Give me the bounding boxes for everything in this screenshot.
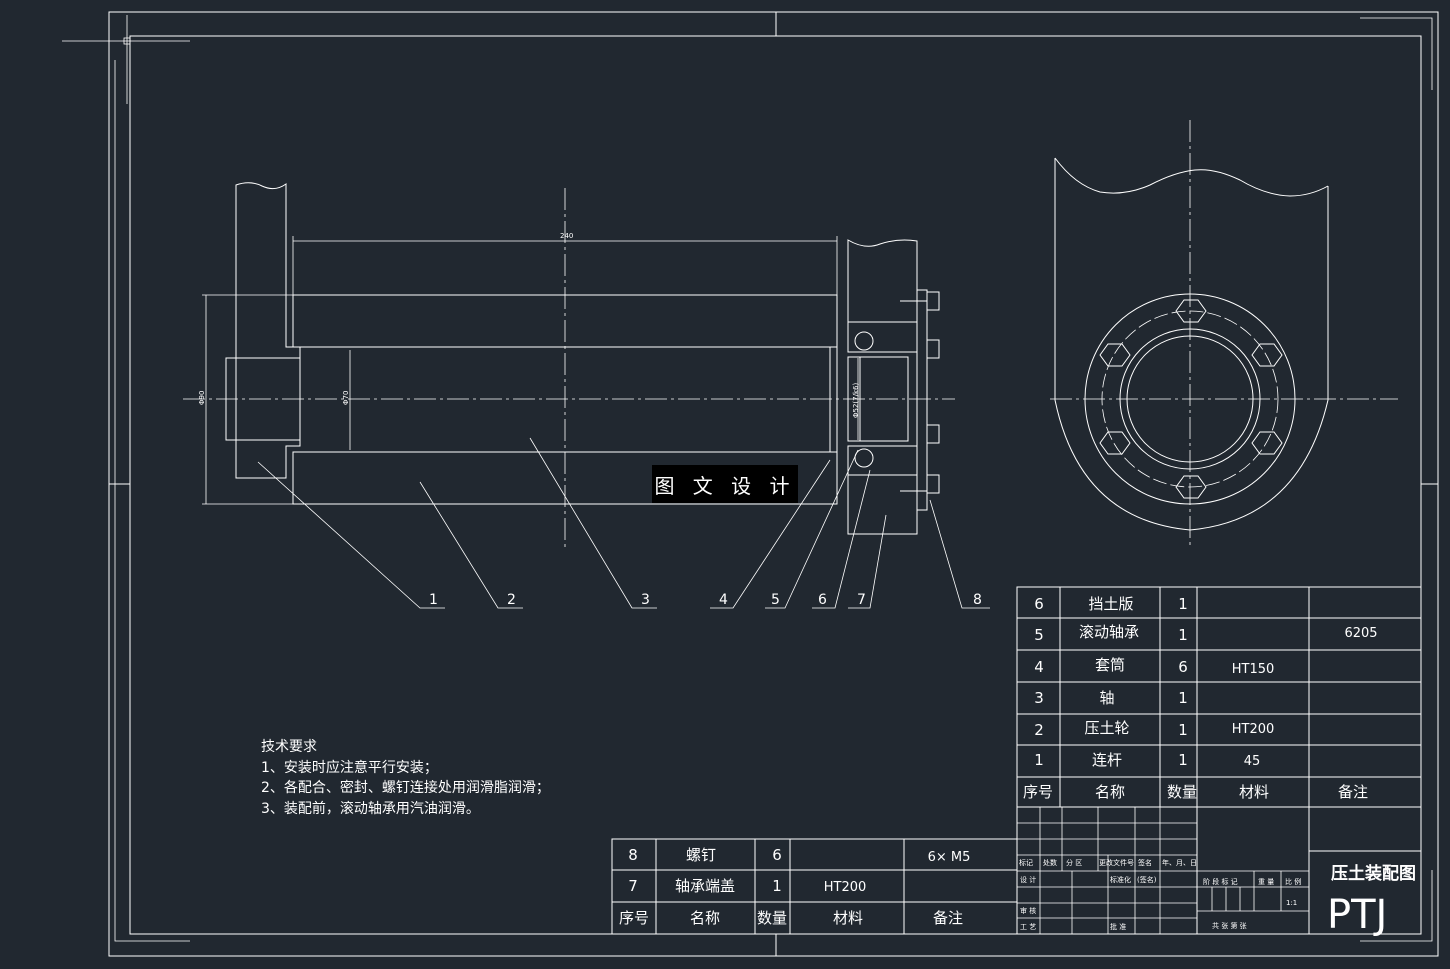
svg-text:6× M5: 6× M5 — [928, 850, 971, 865]
svg-text:压土轮: 压土轮 — [1084, 719, 1129, 737]
watermark: 图 文 设 计 — [652, 465, 798, 503]
svg-text:8: 8 — [628, 846, 638, 864]
balloon-8: 8 — [973, 592, 982, 608]
svg-text:5: 5 — [1034, 626, 1044, 644]
balloon-1: 1 — [429, 592, 438, 608]
svg-text:连杆: 连杆 — [1092, 751, 1122, 769]
title-block-text: 标记 处数 分 区 更改文件号 签名 年、月、日 设 计 标准化 (签名) 审 … — [1019, 858, 1416, 938]
drawing-title: 压土装配图 — [1331, 863, 1416, 884]
svg-text:4: 4 — [1034, 658, 1044, 676]
dim-bearing: Φ52(7/k6) — [852, 383, 860, 418]
svg-text:数量: 数量 — [757, 909, 787, 927]
tech-heading: 技术要求 — [261, 739, 317, 755]
svg-text:数量: 数量 — [1167, 783, 1197, 801]
balloon-7: 7 — [857, 592, 866, 608]
svg-text:1: 1 — [1034, 751, 1044, 769]
bolt-heads — [1099, 299, 1283, 499]
svg-text:6: 6 — [772, 846, 782, 864]
svg-text:设 计: 设 计 — [1020, 875, 1036, 884]
svg-text:材料: 材料 — [1239, 783, 1269, 801]
svg-text:更改文件号: 更改文件号 — [1099, 858, 1134, 867]
svg-text:年、月、日: 年、月、日 — [1162, 858, 1197, 867]
title-block — [1016, 806, 1422, 935]
balloon-3: 3 — [641, 592, 650, 608]
side-view — [1054, 157, 1329, 531]
svg-text:处数: 处数 — [1043, 858, 1057, 867]
dim-outer: Φ90 — [198, 391, 206, 405]
svg-text:工 艺: 工 艺 — [1020, 923, 1036, 931]
svg-text:1:1: 1:1 — [1286, 899, 1297, 907]
leader-lines — [257, 437, 990, 609]
svg-text:共 张 第 张: 共 张 第 张 — [1212, 921, 1247, 930]
svg-text:比 例: 比 例 — [1285, 877, 1301, 886]
bearing-assembly — [847, 239, 940, 535]
svg-text:标准化: 标准化 — [1110, 875, 1131, 884]
svg-text:签名: 签名 — [1138, 858, 1152, 867]
center-lines — [183, 120, 1398, 548]
balloon-4: 4 — [719, 592, 728, 608]
svg-text:分 区: 分 区 — [1066, 858, 1082, 867]
balloon-labels: 1 2 3 4 5 6 7 8 — [429, 592, 982, 608]
svg-text:名称: 名称 — [690, 909, 720, 927]
svg-text:套筒: 套筒 — [1095, 656, 1125, 674]
svg-text:7: 7 — [628, 877, 638, 895]
svg-text:重 量: 重 量 — [1258, 878, 1274, 886]
svg-text:名称: 名称 — [1095, 783, 1125, 801]
parts-upper-text: 6 挡土版 1 5 滚动轴承 1 6205 4 套筒 6 HT150 3 轴 1… — [1023, 595, 1378, 801]
svg-text:1: 1 — [1178, 751, 1188, 769]
svg-text:螺钉: 螺钉 — [686, 846, 716, 864]
svg-text:材料: 材料 — [833, 909, 863, 927]
balloon-2: 2 — [507, 592, 516, 608]
dim-length: 240 — [560, 232, 573, 240]
company-mark: PTJ — [1327, 892, 1387, 938]
svg-text:轴: 轴 — [1099, 689, 1114, 707]
svg-text:6: 6 — [1034, 595, 1044, 613]
svg-text:备注: 备注 — [933, 909, 963, 927]
balloon-6: 6 — [818, 592, 827, 608]
dim-inner: Φ70 — [342, 391, 350, 405]
svg-text:6205: 6205 — [1344, 626, 1377, 641]
parts-table-upper — [1016, 586, 1422, 808]
link-arm — [225, 182, 301, 479]
svg-text:(签名): (签名) — [1137, 875, 1157, 884]
tech-item-2: 2、各配合、密封、螺钉连接处用润滑脂润滑； — [261, 780, 550, 796]
tech-item-1: 1、安装时应注意平行安装； — [261, 759, 438, 776]
svg-text:HT200: HT200 — [824, 880, 867, 895]
svg-text:阶 段 标 记: 阶 段 标 记 — [1203, 877, 1238, 886]
svg-text:滚动轴承: 滚动轴承 — [1079, 623, 1139, 641]
svg-text:1: 1 — [1178, 595, 1188, 613]
svg-text:1: 1 — [1178, 689, 1188, 707]
parts-lower-text: 8 螺钉 6 6× M5 7 轴承端盖 1 HT200 序号 名称 数量 材料 … — [619, 846, 970, 927]
svg-text:批 准: 批 准 — [1110, 922, 1126, 931]
svg-text:3: 3 — [1034, 689, 1044, 707]
svg-text:审 核: 审 核 — [1020, 906, 1036, 915]
svg-text:1: 1 — [1178, 721, 1188, 739]
tech-item-3: 3、装配前，滚动轴承用汽油润滑。 — [261, 800, 480, 817]
svg-text:挡土版: 挡土版 — [1088, 595, 1133, 613]
dimensions: 240 Φ90 Φ70 Φ52(7/k6) — [198, 232, 860, 505]
svg-text:45: 45 — [1244, 754, 1261, 769]
svg-text:1: 1 — [772, 877, 782, 895]
svg-text:序号: 序号 — [1023, 783, 1053, 801]
svg-text:标记: 标记 — [1019, 858, 1033, 867]
svg-text:轴承端盖: 轴承端盖 — [675, 877, 735, 895]
svg-text:HT150: HT150 — [1232, 662, 1275, 677]
balloon-5: 5 — [771, 592, 780, 608]
svg-text:HT200: HT200 — [1232, 722, 1275, 737]
tech-requirements: 技术要求 1、安装时应注意平行安装； 2、各配合、密封、螺钉连接处用润滑脂润滑；… — [261, 737, 550, 819]
svg-text:1: 1 — [1178, 626, 1188, 644]
svg-text:2: 2 — [1034, 721, 1044, 739]
wheel-hub — [292, 294, 838, 505]
svg-text:序号: 序号 — [619, 909, 649, 927]
svg-text:6: 6 — [1178, 658, 1188, 676]
svg-text:备注: 备注 — [1338, 783, 1368, 801]
